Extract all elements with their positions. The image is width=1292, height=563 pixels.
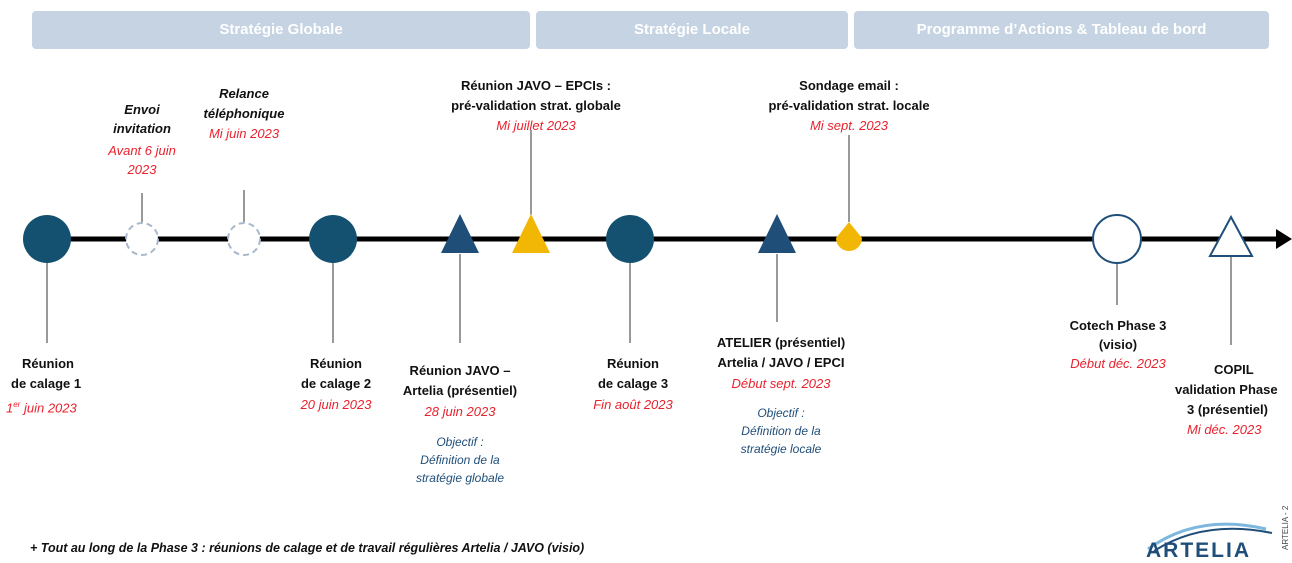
marker-atelier (758, 214, 796, 253)
calage2-title-2: de calage 2 (300, 376, 372, 391)
javo-epci-title-2: pré-validation strat. globale (451, 98, 621, 113)
marker-copil (1208, 214, 1254, 257)
javo-artelia-obj-3: stratégie globale (415, 471, 505, 485)
cotech-title-2: (visio) (1098, 337, 1138, 352)
marker-envoi-invitation (125, 222, 159, 256)
artelia-logo: ARTELIA (1138, 515, 1278, 562)
marker-calage-3 (606, 215, 654, 263)
side-caption: ARTELIA - 2 (1281, 505, 1290, 550)
timeline-arrowhead (1276, 229, 1292, 249)
atelier-obj-1: Objectif : (757, 406, 805, 420)
javo-artelia-title-1: Réunion JAVO – (409, 363, 511, 378)
calage3-title-1: Réunion (607, 356, 659, 371)
calage3-date: Fin août 2023 (593, 397, 673, 412)
sondage-date: Mi sept. 2023 (809, 118, 889, 133)
sondage-title-2: pré-validation strat. locale (768, 98, 930, 113)
copil-title-3: 3 (présentiel) (1187, 402, 1268, 417)
javo-epci-date: Mi juillet 2023 (496, 118, 576, 133)
calage1-title-1: Réunion (22, 356, 74, 371)
marker-javo-artelia (441, 214, 479, 253)
phase-strategie-globale: Stratégie Globale (32, 11, 530, 49)
marker-calage-2 (309, 215, 357, 263)
envoi-title-2: invitation (113, 121, 171, 136)
javo-artelia-obj-1: Objectif : (436, 435, 484, 449)
relance-date: Mi juin 2023 (208, 126, 280, 141)
copil-date: Mi déc. 2023 (1187, 422, 1262, 437)
cotech-title-1: Cotech Phase 3 (1069, 318, 1167, 333)
envoi-title-1: Envoi (124, 102, 160, 117)
artelia-logo-text: ARTELIA (1146, 539, 1251, 562)
calage2-date: 20 juin 2023 (300, 397, 372, 412)
javo-epci-title-1: Réunion JAVO – EPCIs : (460, 78, 612, 93)
phase-strategie-locale: Stratégie Locale (536, 11, 848, 49)
atelier-title-1: ATELIER (présentiel) (716, 335, 846, 350)
calage1-date: 1er juin 2023 (6, 400, 77, 416)
marker-calage-1 (23, 215, 71, 263)
artelia-logo-swoosh (1147, 522, 1273, 552)
sondage-title-1: Sondage email : (799, 78, 899, 93)
atelier-date: Début sept. 2023 (731, 376, 831, 391)
marker-cotech (1092, 214, 1142, 264)
calage2-title-1: Réunion (310, 356, 362, 371)
envoi-date-1: Avant 6 juin (108, 143, 176, 158)
relance-title-2: téléphonique (203, 106, 285, 121)
atelier-obj-2: Définition de la (741, 424, 821, 438)
calage3-title-2: de calage 3 (597, 376, 669, 391)
atelier-obj-3: stratégie locale (740, 442, 822, 456)
javo-artelia-title-2: Artelia (présentiel) (402, 383, 518, 398)
calage1-title-2: de calage 1 (11, 376, 82, 391)
relance-title-1: Relance (219, 86, 269, 101)
copil-title-2: validation Phase (1175, 382, 1278, 397)
copil-title-1: COPIL (1214, 362, 1254, 377)
marker-javo-epci (512, 214, 550, 253)
atelier-title-2: Artelia / JAVO / EPCI (717, 355, 845, 370)
marker-relance (227, 222, 261, 256)
phase-programme-actions: Programme d’Actions & Tableau de bord (854, 11, 1269, 49)
javo-artelia-obj-2: Définition de la (420, 453, 500, 467)
marker-sondage (836, 222, 862, 251)
footer-note: + Tout au long de la Phase 3 : réunions … (30, 541, 585, 555)
envoi-date-2: 2023 (127, 162, 157, 177)
cotech-date: Début déc. 2023 (1070, 356, 1166, 371)
javo-artelia-date: 28 juin 2023 (424, 404, 496, 419)
